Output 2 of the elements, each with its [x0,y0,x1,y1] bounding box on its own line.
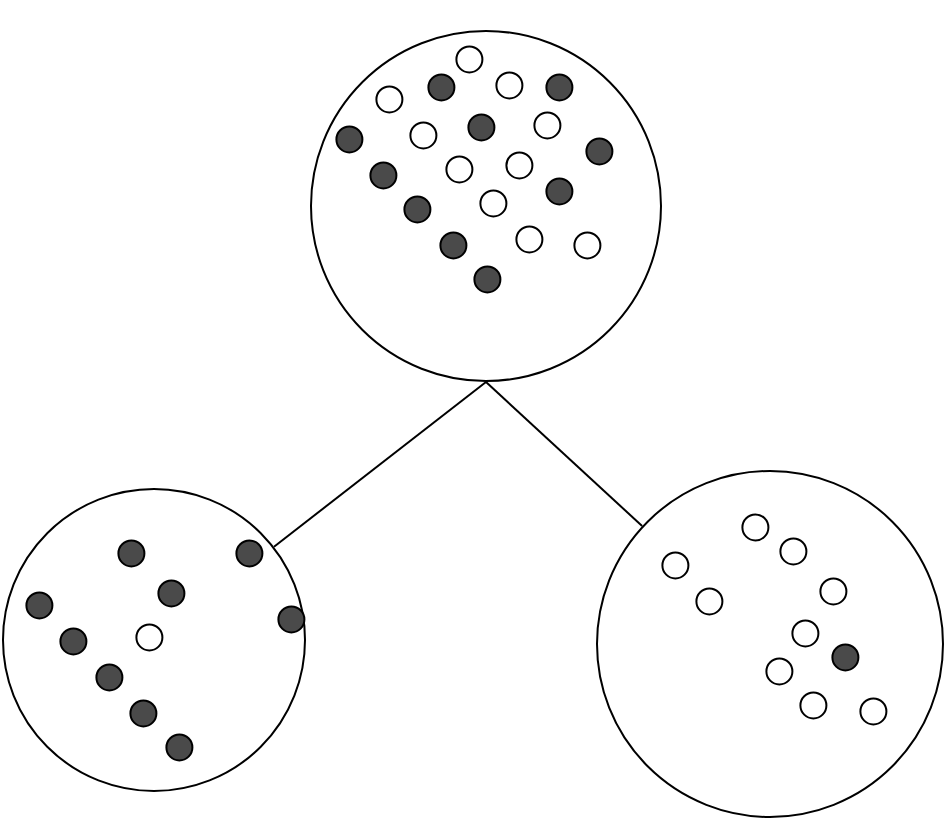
connector-line [485,381,644,527]
connector-line [273,381,487,548]
